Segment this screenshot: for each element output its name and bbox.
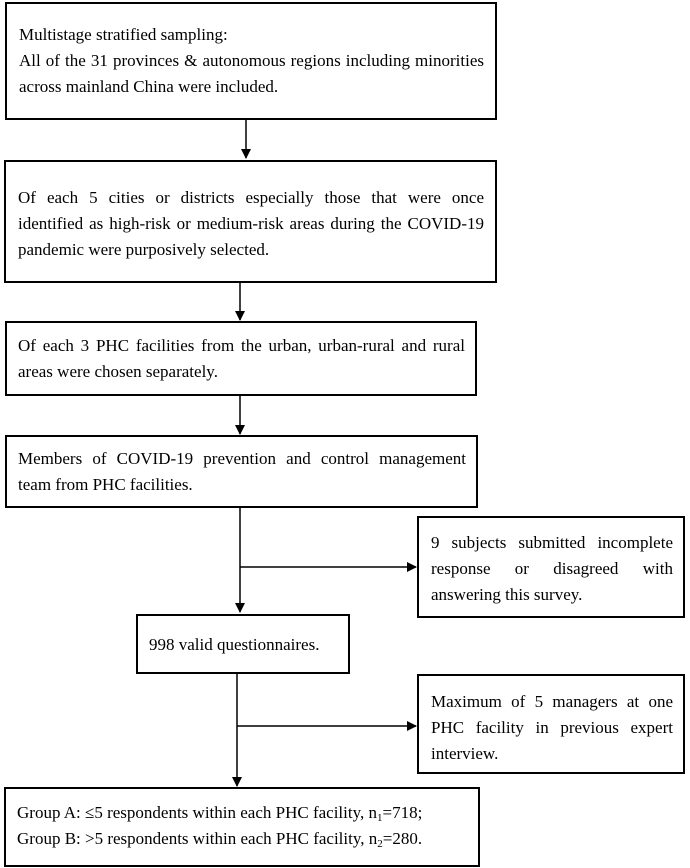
group-a-subscript: 1	[376, 812, 383, 824]
exclusion-incomplete-text: 9 subjects submitted incomplete response…	[431, 533, 673, 604]
box-groups: Group A: ≤5 respondents within each PHC …	[4, 787, 480, 867]
box-valid: 998 valid questionnaires.	[136, 614, 350, 674]
group-b-line: Group B: >5 respondents within each PHC …	[17, 826, 478, 852]
group-a-value: =718;	[382, 803, 423, 822]
group-b-subscript: 2	[377, 838, 383, 850]
box-exclusion-incomplete: 9 subjects submitted incomplete response…	[417, 516, 685, 618]
box-facilities: Of each 3 PHC facilities from the urban,…	[5, 321, 477, 396]
box-cities: Of each 5 cities or districts especially…	[4, 160, 497, 283]
group-b-value: =280.	[382, 829, 423, 848]
valid-text: 998 valid questionnaires.	[149, 635, 320, 654]
members-text: Members of COVID-19 prevention and contr…	[18, 449, 466, 494]
box-members: Members of COVID-19 prevention and contr…	[5, 435, 478, 508]
box-sampling: Multistage stratified sampling: All of t…	[5, 2, 497, 120]
sampling-text: All of the 31 provinces & autonomous reg…	[19, 51, 484, 96]
sampling-heading: Multistage stratified sampling:	[19, 25, 228, 44]
cities-text: Of each 5 cities or districts especially…	[18, 188, 484, 259]
group-a-line: Group A: ≤5 respondents within each PHC …	[17, 800, 478, 826]
group-b-prefix: Group B: >5 respondents within each PHC …	[17, 829, 378, 848]
facilities-text: Of each 3 PHC facilities from the urban,…	[18, 336, 465, 381]
exclusion-managers-text: Maximum of 5 managers at one PHC facilit…	[431, 692, 673, 763]
box-exclusion-managers: Maximum of 5 managers at one PHC facilit…	[417, 674, 685, 774]
group-a-prefix: Group A: ≤5 respondents within each PHC …	[17, 803, 377, 822]
